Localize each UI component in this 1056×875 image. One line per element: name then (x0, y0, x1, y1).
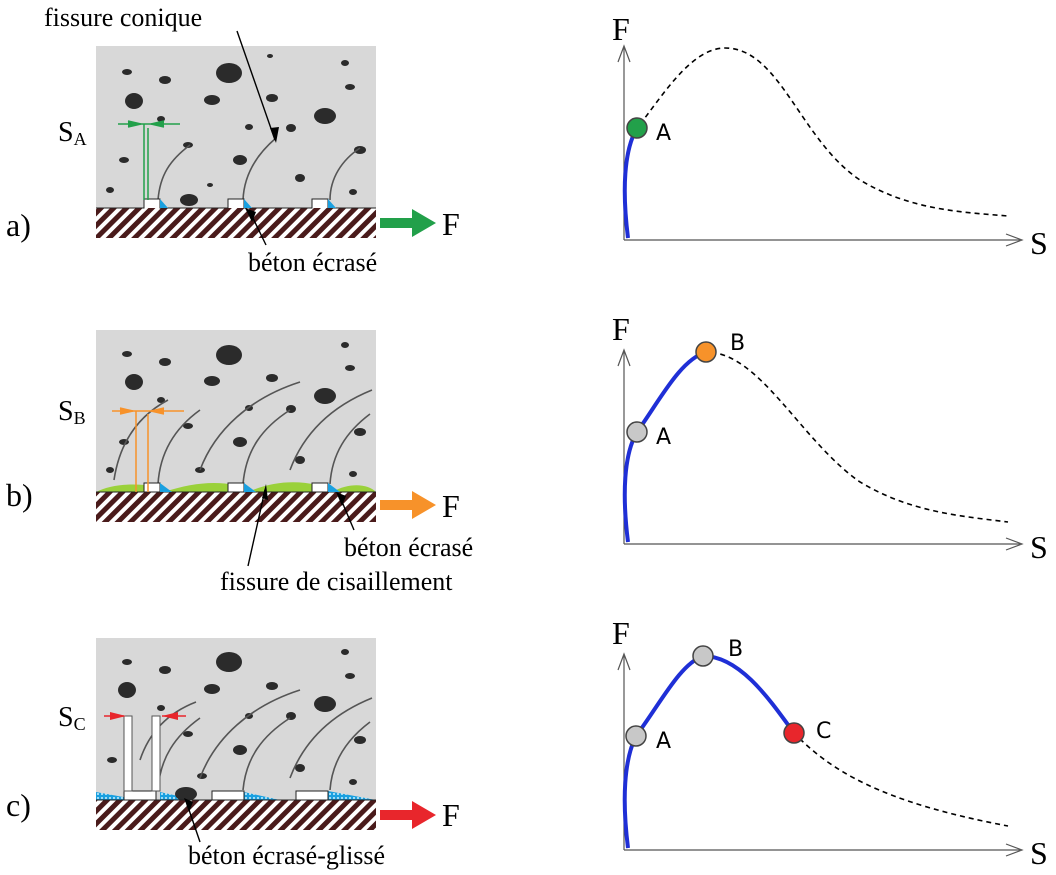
full-curve-b (623, 351, 1009, 543)
leader-crushed-a (245, 208, 267, 246)
force-label-c: F (442, 797, 460, 833)
panel-b: SB b) F béton écrasé fissure de cisaille… (6, 330, 473, 596)
cone-cracks-b (113, 381, 373, 485)
point-b-a (626, 421, 648, 443)
annotation-crushed-slid: béton écrasé-glissé (188, 841, 385, 870)
panel-a: SA a) F fissure conique béton écrasé (6, 3, 460, 277)
panel-label-b: b) (6, 477, 33, 513)
leader-crushed-slid (184, 798, 201, 843)
steel-bar-a (96, 198, 376, 238)
point-label-b-a: A (656, 425, 671, 450)
leader-cone-crack (236, 30, 279, 143)
force-label-a: F (442, 206, 460, 242)
leader-crushed-b (336, 492, 355, 531)
graph-b: F S A B (612, 311, 1048, 565)
x-axis-label-a: S (1030, 225, 1048, 261)
slip-label-c: SC (58, 702, 86, 734)
full-curve-c (623, 655, 1009, 849)
panel-label-a: a) (6, 207, 31, 243)
graph-c: F S A B C (612, 615, 1048, 871)
point-b-b (695, 341, 717, 363)
point-label-a-a: A (656, 121, 671, 146)
graph-a: F S A (612, 11, 1048, 261)
point-c-b (692, 645, 714, 667)
point-label-c-c: C (816, 719, 831, 744)
steel-bar-b (96, 482, 376, 522)
point-c-a (625, 725, 647, 747)
point-a-a (626, 117, 648, 139)
cone-cracks-c (139, 689, 373, 791)
annotation-crushed-b: béton écrasé (344, 533, 473, 562)
force-label-b: F (442, 488, 460, 524)
force-arrow-a (380, 209, 436, 237)
leader-shear-crack (247, 484, 268, 567)
force-arrow-c (380, 801, 436, 829)
slip-label-b: SB (58, 396, 86, 428)
point-c-c (783, 722, 805, 744)
aggregates-b (106, 342, 366, 477)
point-label-c-a: A (656, 729, 671, 754)
annotation-cone-crack: fissure conique (44, 3, 202, 32)
x-axis-label-c: S (1030, 835, 1048, 871)
loading-path-c (622, 653, 796, 849)
slip-label-a: SA (58, 117, 87, 149)
concrete-block-c (96, 638, 376, 800)
y-axis-label-c: F (612, 615, 630, 651)
aggregates-c (107, 649, 366, 785)
aggregates-a (106, 54, 366, 206)
panel-c: SC c) F béton écrasé-glissé (6, 638, 460, 870)
cone-cracks-a (157, 137, 361, 201)
y-axis-label-b: F (612, 311, 630, 347)
annotation-crushed-a: béton écrasé (248, 248, 377, 277)
panel-label-c: c) (6, 787, 31, 823)
force-arrow-b (380, 491, 436, 519)
full-curve-a (623, 47, 1009, 239)
concrete-block-a (96, 46, 376, 208)
steel-bar-c (96, 787, 376, 830)
slip-dimension-c (104, 712, 186, 792)
x-axis-label-b: S (1030, 529, 1048, 565)
y-axis-label-a: F (612, 11, 630, 47)
slip-dimension-b (112, 407, 184, 492)
point-label-c-b: B (728, 637, 743, 662)
slip-dimension-a (118, 120, 180, 200)
annotation-shear-crack: fissure de cisaillement (220, 567, 453, 596)
point-label-b-b: B (730, 331, 745, 356)
loading-path-a (622, 126, 639, 239)
